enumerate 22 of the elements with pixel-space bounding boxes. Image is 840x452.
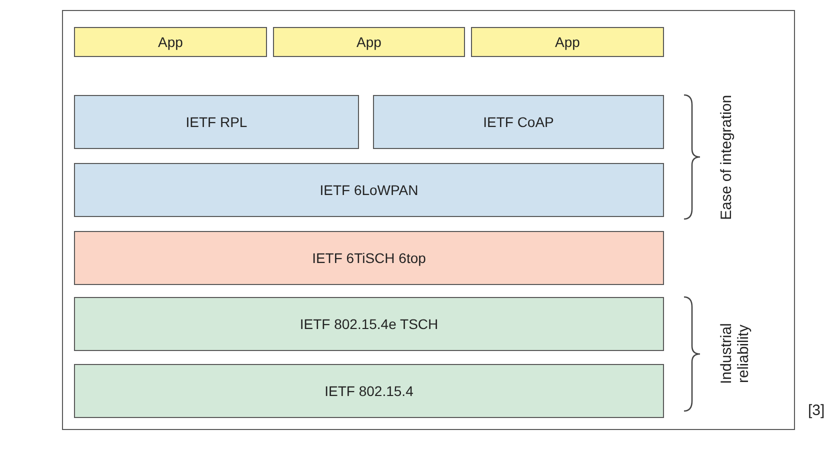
layer-box [74,163,664,217]
layer-label: App [158,34,183,50]
layer-box [74,231,664,285]
layer-label: IETF CoAP [483,114,554,130]
layer-label: IETF RPL [186,114,248,130]
layer-box [74,95,359,149]
layer-box [373,95,664,149]
layer-label: IETF 802.15.4 [324,383,414,399]
layer-box [74,364,664,418]
layer-box [471,27,664,57]
layer-label: App [356,34,382,50]
stack-frame [62,10,795,430]
layer-box [273,27,465,57]
layer-label: IETF 6TiSCH 6top [312,250,426,266]
layer-label: App [555,34,580,50]
citation-mark: [3] [808,402,825,419]
bracket-label: Ease of integration [718,93,735,221]
bracket-label: Industrial reliability [718,322,752,386]
layer-box [74,27,267,57]
layer-box [74,297,664,351]
layer-label: IETF 802.15.4e TSCH [300,316,438,332]
layer-label: IETF 6LoWPAN [320,182,418,198]
